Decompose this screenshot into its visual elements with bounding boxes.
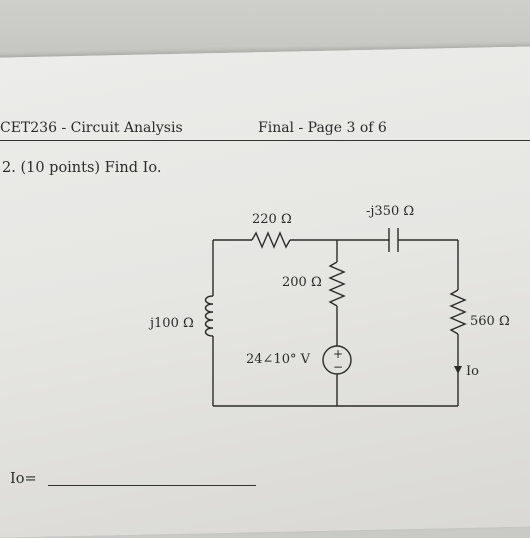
label-r-middle: 200 Ω	[282, 275, 322, 290]
current-arrow-icon	[454, 366, 462, 374]
circuit-diagram: + −	[204, 228, 467, 407]
label-r-top: 220 Ω	[252, 212, 292, 227]
resistor-200	[328, 261, 346, 307]
label-source: 24∠10° V	[246, 352, 310, 367]
answer-line[interactable]	[48, 485, 256, 486]
answer-label: Io=	[10, 471, 37, 487]
course-title: CET236 - Circuit Analysis	[0, 120, 183, 136]
label-current: Io	[466, 364, 479, 379]
resistor-560	[449, 289, 467, 335]
page-indicator: Final - Page 3 of 6	[258, 120, 387, 136]
label-r-right: 560 Ω	[470, 314, 510, 329]
label-inductor: j100 Ω	[150, 316, 194, 331]
source-plus: +	[333, 347, 343, 361]
header-rule	[0, 140, 530, 141]
inductor-j100	[204, 295, 214, 337]
question-text: 2. (10 points) Find Io.	[2, 160, 162, 176]
source-minus: −	[333, 360, 343, 374]
label-capacitor: -j350 Ω	[366, 204, 415, 219]
resistor-220	[251, 231, 291, 249]
